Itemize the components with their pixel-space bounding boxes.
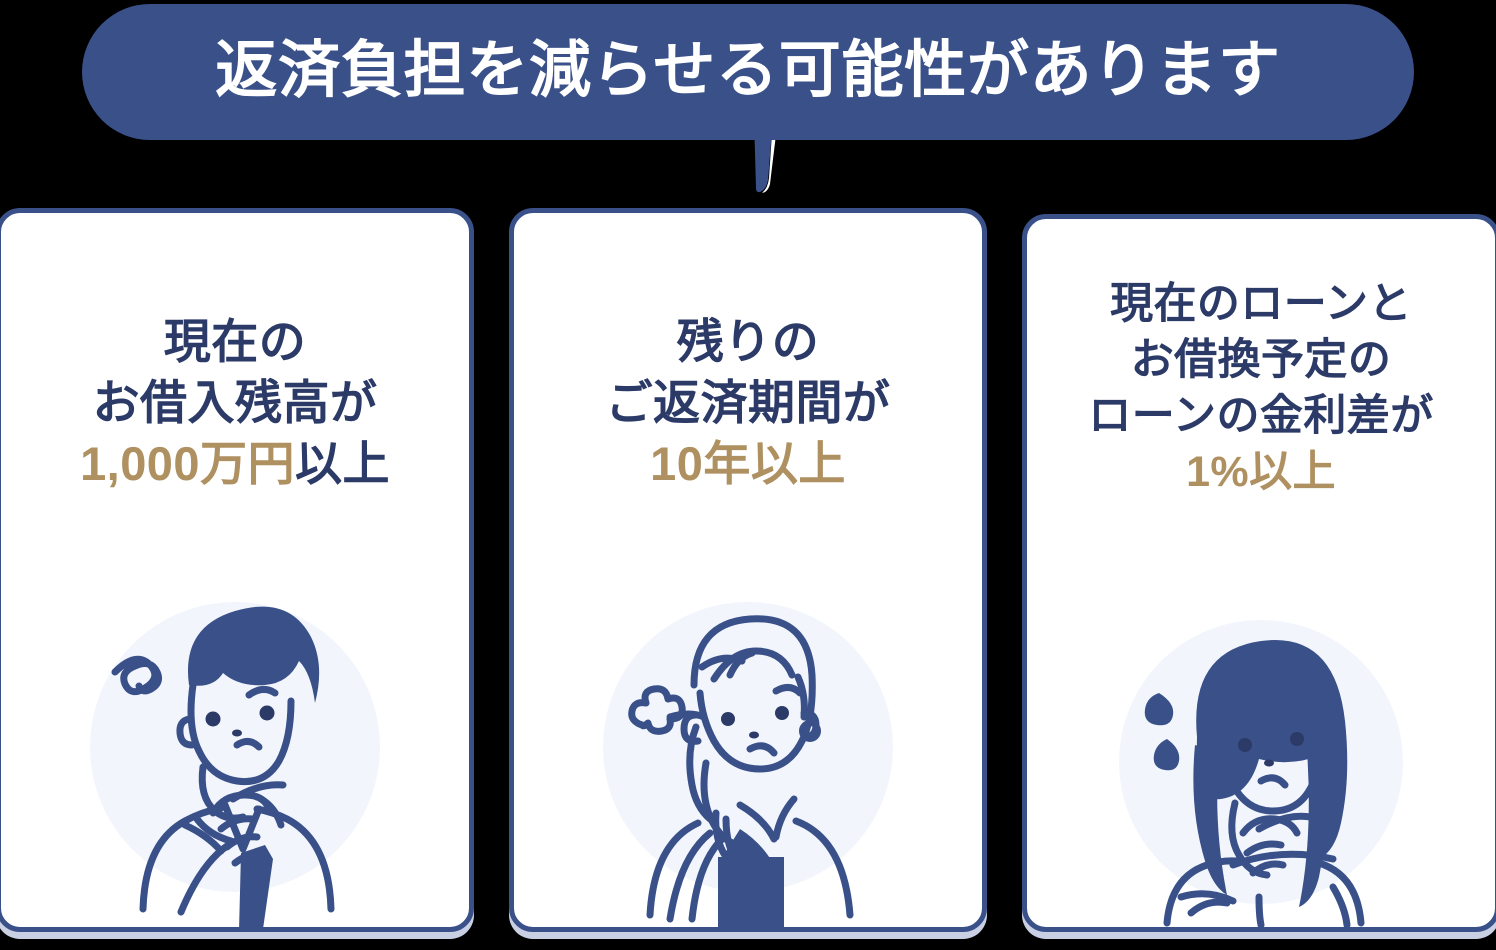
card-2-line-1: 残りの — [676, 315, 820, 368]
condition-card-repayment-period[interactable]: 残りの ご返済期間が 10年以上 — [509, 208, 987, 932]
condition-card-interest-rate-difference[interactable]: 現在のローンと お借換予定の ローンの金利差が 1%以上 — [1022, 214, 1496, 932]
worried-woman-illustration — [1119, 620, 1403, 927]
card-2-text-block: 残りの ご返済期間が 10年以上 — [514, 311, 982, 494]
card-1-text-block: 現在の お借入残高が 1,000万円以上 — [1, 311, 469, 494]
card-1-illustration-area — [1, 567, 469, 927]
card-3-amount-highlight: 1%以上 — [1186, 447, 1336, 496]
card-2-line-2: ご返済期間が — [605, 376, 891, 430]
card-1-line-1: 現在の — [163, 315, 307, 368]
card-3-illustration-area — [1027, 567, 1495, 927]
card-2-illustration-area — [514, 567, 982, 927]
card-1-amount-suffix: 以上 — [294, 437, 390, 491]
condition-card-loan-balance[interactable]: 現在の お借入残高が 1,000万円以上 — [0, 208, 474, 932]
card-3-text-block: 現在のローンと お借換予定の ローンの金利差が 1%以上 — [1027, 277, 1495, 501]
card-1-line-2: お借入残高が — [92, 376, 378, 430]
sighing-man-illustration — [603, 602, 893, 927]
card-3-amount-line: 1%以上 — [1027, 445, 1495, 501]
card-1-amount-highlight: 1,000万円 — [80, 437, 295, 491]
card-3-line-1: 現在のローンと — [1110, 280, 1412, 328]
worried-businessman-illustration — [90, 602, 380, 927]
card-2-amount-highlight: 10年以上 — [650, 437, 846, 491]
card-2-amount-line: 10年以上 — [514, 433, 982, 494]
card-1-amount-line: 1,000万円以上 — [1, 433, 469, 494]
card-3-line-2: お借換予定の — [1130, 335, 1392, 384]
card-3-line-3: ローンの金利差が — [1088, 391, 1434, 440]
headline-banner: 返済負担を減らせる可能性があります — [82, 4, 1414, 140]
page-title: 返済負担を減らせる可能性があります — [215, 36, 1281, 105]
